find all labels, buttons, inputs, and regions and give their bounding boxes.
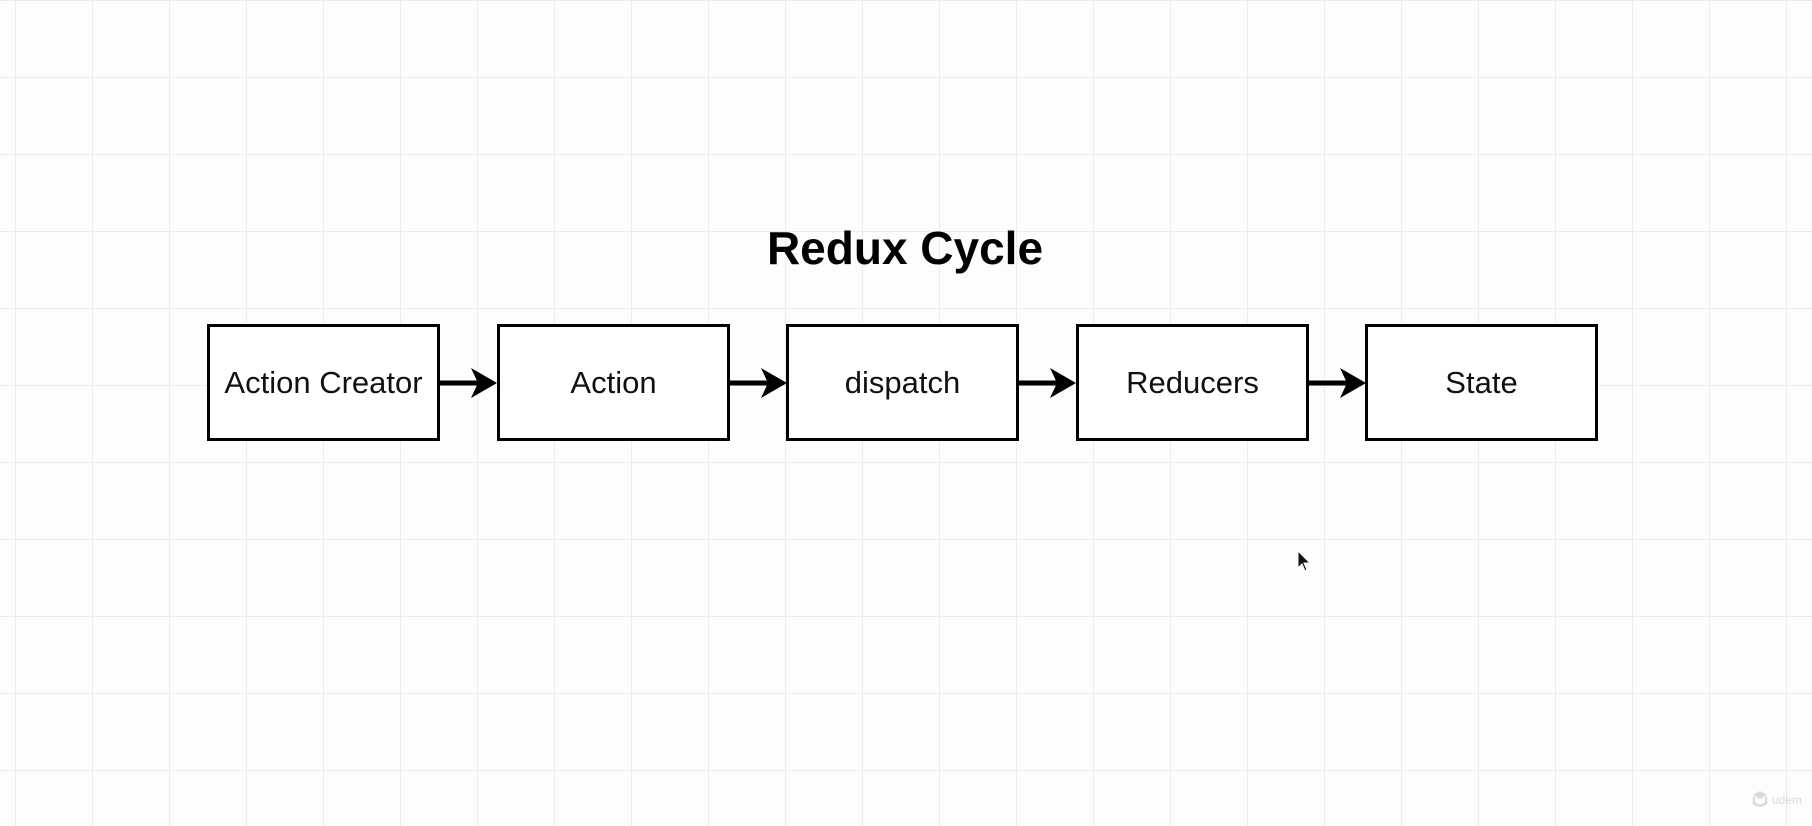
node-label: Action Creator [224, 364, 423, 400]
node-action: Action [497, 324, 730, 441]
node-reducers: Reducers [1076, 324, 1309, 441]
watermark: udem [1752, 786, 1812, 814]
node-label: Action [570, 364, 657, 400]
arrow-right-icon [1309, 368, 1366, 398]
node-state: State [1365, 324, 1598, 441]
udemy-logo-icon [1752, 791, 1768, 807]
node-action-creator: Action Creator [207, 324, 440, 441]
node-dispatch: dispatch [786, 324, 1019, 441]
node-label: State [1445, 364, 1518, 400]
node-label: Reducers [1126, 364, 1259, 400]
watermark-text: udem [1772, 793, 1803, 807]
arrow-right-icon [1019, 368, 1076, 398]
arrow-right-icon [440, 368, 497, 398]
node-label: dispatch [844, 364, 961, 400]
diagram-title: Redux Cycle [766, 222, 1044, 274]
mouse-pointer-icon [1297, 550, 1312, 572]
arrow-right-icon [730, 368, 787, 398]
